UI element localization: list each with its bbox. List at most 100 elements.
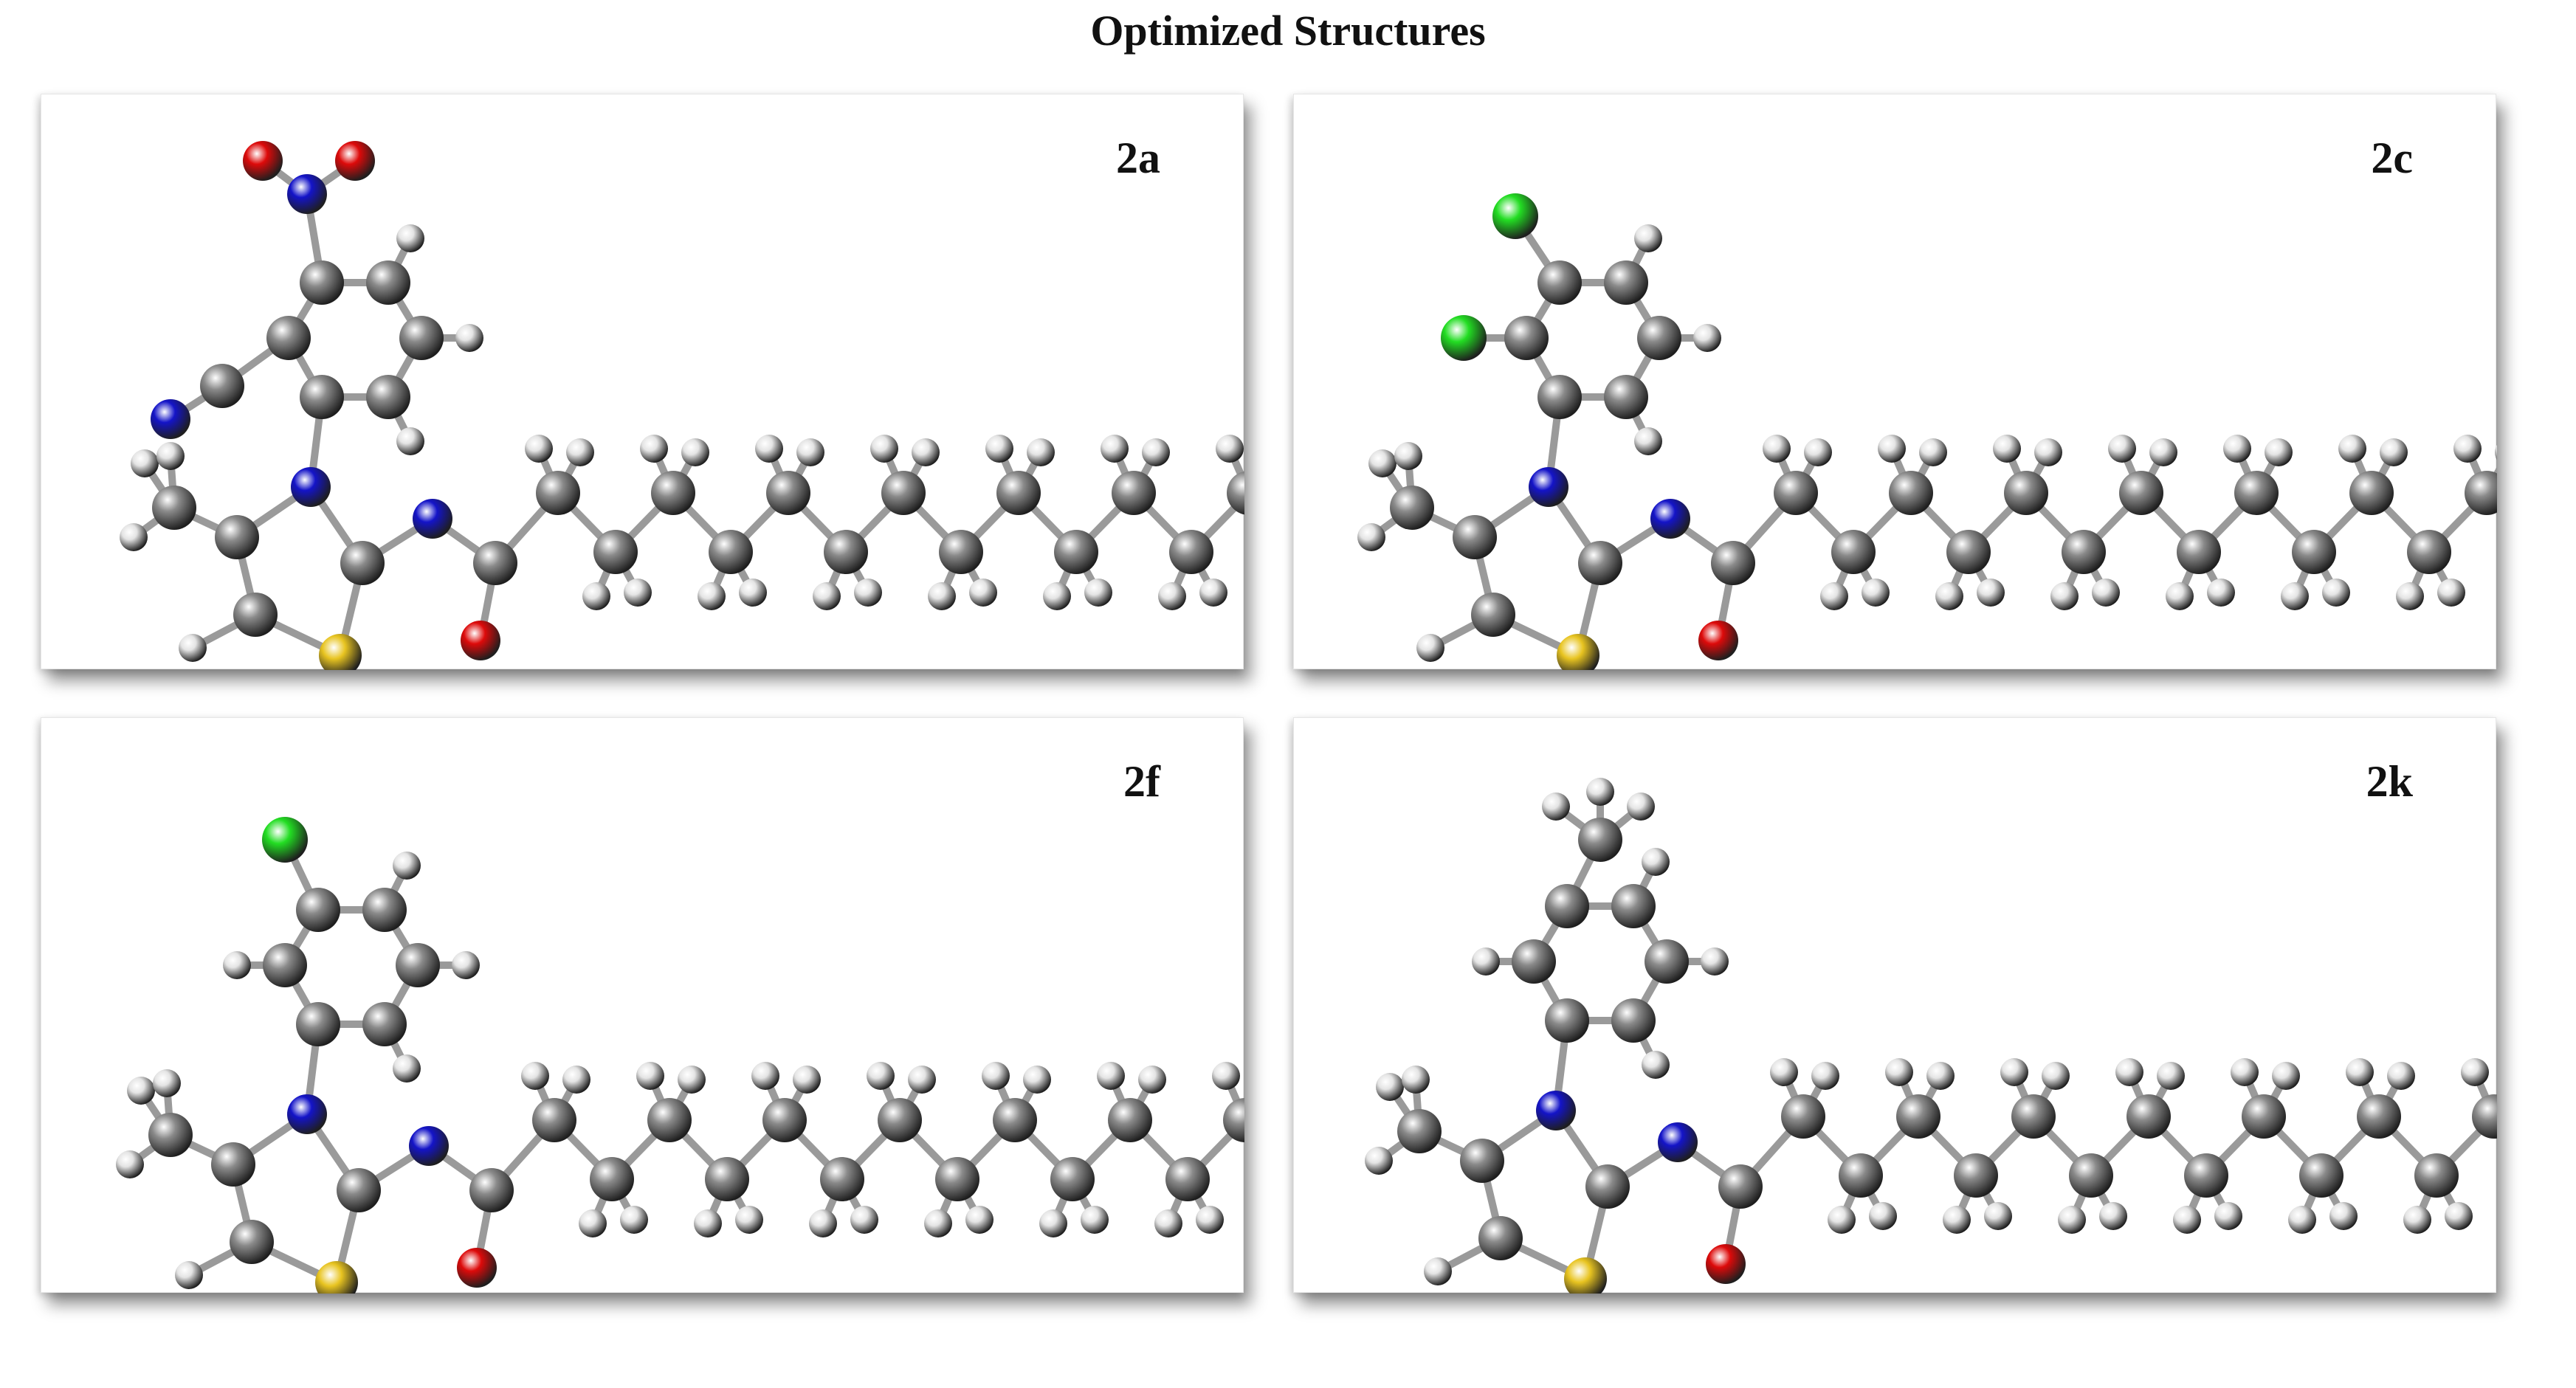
carbon-atom: [366, 260, 410, 305]
carbon-atom: [1054, 530, 1098, 574]
hydrogen-atom: [1039, 1209, 1067, 1237]
structure-panel-2a: 2a: [41, 94, 1244, 670]
molecule-2f: [116, 817, 1244, 1294]
hydrogen-atom: [1701, 947, 1729, 976]
carbon-atom: [215, 515, 259, 559]
hydrogen-atom: [1926, 1062, 1955, 1090]
hydrogen-atom: [1693, 324, 1721, 352]
hydrogen-atom: [2173, 1206, 2201, 1234]
carbon-atom: [366, 375, 410, 419]
hydrogen-atom: [1885, 1058, 1913, 1086]
panel-label: 2c: [2371, 134, 2413, 182]
nitrogen-atom: [1658, 1122, 1698, 1162]
carbon-atom: [536, 471, 580, 515]
carbon-atom: [824, 530, 868, 574]
hydrogen-atom: [1586, 778, 1614, 806]
carbon-atom: [881, 471, 926, 515]
carbon-atom: [230, 1220, 274, 1264]
oxygen-atom: [335, 141, 375, 181]
oxygen-atom: [461, 621, 500, 660]
carbon-atom: [296, 1002, 340, 1046]
carbon-atom: [651, 471, 695, 515]
oxygen-atom: [243, 141, 283, 181]
carbon-atom: [2465, 471, 2497, 515]
hydrogen-atom: [1357, 523, 1385, 551]
carbon-atom: [148, 1113, 193, 1157]
carbon-atom: [266, 316, 311, 360]
carbon-atom: [1781, 1094, 1825, 1139]
hydrogen-atom: [1763, 435, 1791, 463]
hydrogen-atom: [2000, 1058, 2028, 1086]
carbon-atom: [2177, 530, 2221, 574]
hydrogen-atom: [796, 438, 824, 466]
hydrogen-atom: [1935, 582, 1963, 610]
hydrogen-atom: [2288, 1206, 2316, 1234]
panel-label: 2a: [1116, 134, 1160, 182]
hydrogen-atom: [2207, 579, 2235, 607]
carbon-atom: [1478, 1216, 1523, 1260]
carbon-atom: [469, 1168, 514, 1212]
hydrogen-atom: [2495, 444, 2497, 460]
hydrogen-atom: [1084, 579, 1112, 607]
carbon-atom: [647, 1098, 692, 1142]
hydrogen-atom: [2223, 435, 2251, 463]
carbon-atom: [2349, 471, 2394, 515]
hydrogen-atom: [924, 1209, 952, 1237]
carbon-atom: [1645, 939, 1689, 984]
hydrogen-atom: [393, 852, 421, 880]
hydrogen-atom: [2157, 1062, 2185, 1090]
hydrogen-atom: [1642, 848, 1670, 876]
nitrogen-atom: [291, 467, 331, 507]
hydrogen-atom: [2042, 1062, 2070, 1090]
hydrogen-atom: [525, 435, 553, 463]
hydrogen-atom: [813, 582, 841, 610]
carbon-atom: [300, 375, 344, 419]
hydrogen-atom: [179, 634, 207, 662]
carbon-atom: [152, 486, 196, 530]
carbon-atom: [1611, 998, 1656, 1043]
nitrogen-atom: [1536, 1091, 1576, 1130]
oxygen-atom: [1706, 1244, 1746, 1284]
hydrogen-atom: [2281, 582, 2309, 610]
carbon-atom: [996, 471, 1041, 515]
carbon-atom: [1637, 316, 1681, 360]
oxygen-atom: [1698, 621, 1738, 660]
hydrogen-atom: [2329, 1202, 2358, 1230]
hydrogen-atom: [1542, 793, 1570, 821]
carbon-atom: [1537, 260, 1582, 305]
hydrogen-atom: [1869, 1202, 1897, 1230]
hydrogen-atom: [1043, 582, 1071, 610]
carbon-atom: [820, 1157, 864, 1201]
carbon-atom: [1604, 375, 1648, 419]
hydrogen-atom: [908, 1066, 936, 1094]
carbon-atom: [1537, 375, 1582, 419]
carbon-atom: [2299, 1153, 2343, 1198]
bonds: [1375, 788, 2497, 1282]
carbon-atom: [1585, 1164, 1630, 1209]
hydrogen-atom: [2445, 1202, 2473, 1230]
hydrogen-atom: [2403, 1206, 2431, 1234]
hydrogen-atom: [1634, 427, 1662, 455]
hydrogen-atom: [2396, 582, 2424, 610]
hydrogen-atom: [1097, 1062, 1125, 1090]
carbon-atom: [762, 1098, 807, 1142]
carbon-atom: [1831, 530, 1876, 574]
carbon-atom: [296, 888, 340, 932]
carbon-atom: [1578, 541, 1622, 585]
hydrogen-atom: [2099, 1202, 2127, 1230]
hydrogen-atom: [1627, 793, 1655, 821]
carbon-atom: [473, 541, 517, 585]
carbon-atom: [1223, 1098, 1244, 1142]
hydrogen-atom: [1820, 582, 1848, 610]
hydrogen-atom: [735, 1206, 763, 1234]
carbon-atom: [233, 593, 278, 637]
carbon-atom: [362, 888, 407, 932]
molecule-2c: [1357, 193, 2497, 670]
carbon-atom: [709, 530, 753, 574]
molecule-2a: [120, 141, 1244, 670]
hydrogen-atom: [2437, 579, 2465, 607]
hydrogen-atom: [2265, 438, 2293, 466]
carbon-atom: [340, 541, 385, 585]
sulfur-atom: [319, 634, 362, 670]
hydrogen-atom: [1138, 1066, 1166, 1094]
